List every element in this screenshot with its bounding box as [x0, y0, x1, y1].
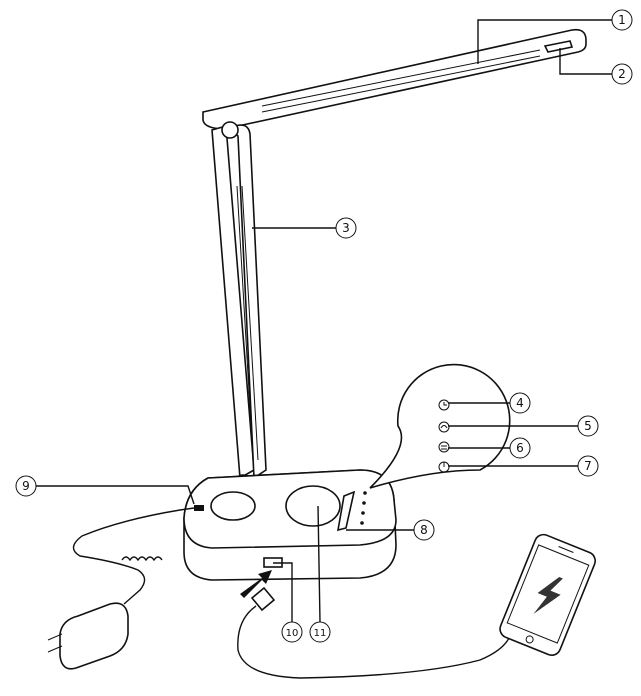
- callout-6: 6: [509, 437, 531, 459]
- charging-pad: [285, 485, 341, 527]
- callout-2: 2: [611, 63, 633, 85]
- brightness-icon: [438, 441, 450, 453]
- smartphone: [499, 533, 596, 656]
- callout-7: 7: [577, 455, 599, 477]
- callout-2-label: 2: [618, 67, 626, 81]
- callout-5-label: 5: [584, 419, 592, 433]
- lightning-bolt-icon: [533, 576, 563, 615]
- leader-lines: [36, 19, 612, 623]
- head-switch: [543, 40, 574, 53]
- callout-10: 10: [281, 621, 303, 643]
- callouts: 1 2 3 4 5 6 7 8: [15, 9, 633, 643]
- mode-icon: [438, 421, 450, 433]
- panel-dot-2: [362, 501, 366, 505]
- control-zoom: [369, 363, 511, 489]
- lamp-base: [183, 469, 397, 581]
- callout-3: 3: [335, 217, 357, 239]
- callout-5: 5: [577, 415, 599, 437]
- head-hinge: [221, 121, 239, 139]
- callout-10-label: 10: [286, 628, 299, 639]
- power-adapter: [47, 507, 195, 670]
- callout-1: 1: [611, 9, 633, 31]
- panel-dot-1: [363, 491, 367, 495]
- callout-1-label: 1: [618, 13, 626, 27]
- lamp-arm: [211, 121, 267, 494]
- callout-8: 8: [413, 519, 435, 541]
- callout-6-label: 6: [516, 441, 524, 455]
- power-jack: [194, 505, 204, 511]
- arm-socket: [210, 491, 256, 521]
- callout-11-label: 11: [314, 628, 327, 639]
- arrow-icon: [240, 570, 272, 598]
- callout-9-label: 9: [22, 479, 30, 493]
- panel-dot-4: [360, 521, 364, 525]
- callout-4-label: 4: [516, 396, 524, 410]
- callout-11: 11: [309, 621, 331, 643]
- usb-cable: [237, 570, 511, 679]
- panel-dot-3: [361, 511, 365, 515]
- callout-8-label: 8: [420, 523, 428, 537]
- lamp-head: [202, 28, 587, 130]
- callout-7-label: 7: [584, 459, 592, 473]
- callout-9: 9: [15, 475, 37, 497]
- touch-panel: [336, 490, 356, 532]
- callout-4: 4: [509, 392, 531, 414]
- callout-3-label: 3: [342, 221, 350, 235]
- timer-icon: [438, 399, 450, 411]
